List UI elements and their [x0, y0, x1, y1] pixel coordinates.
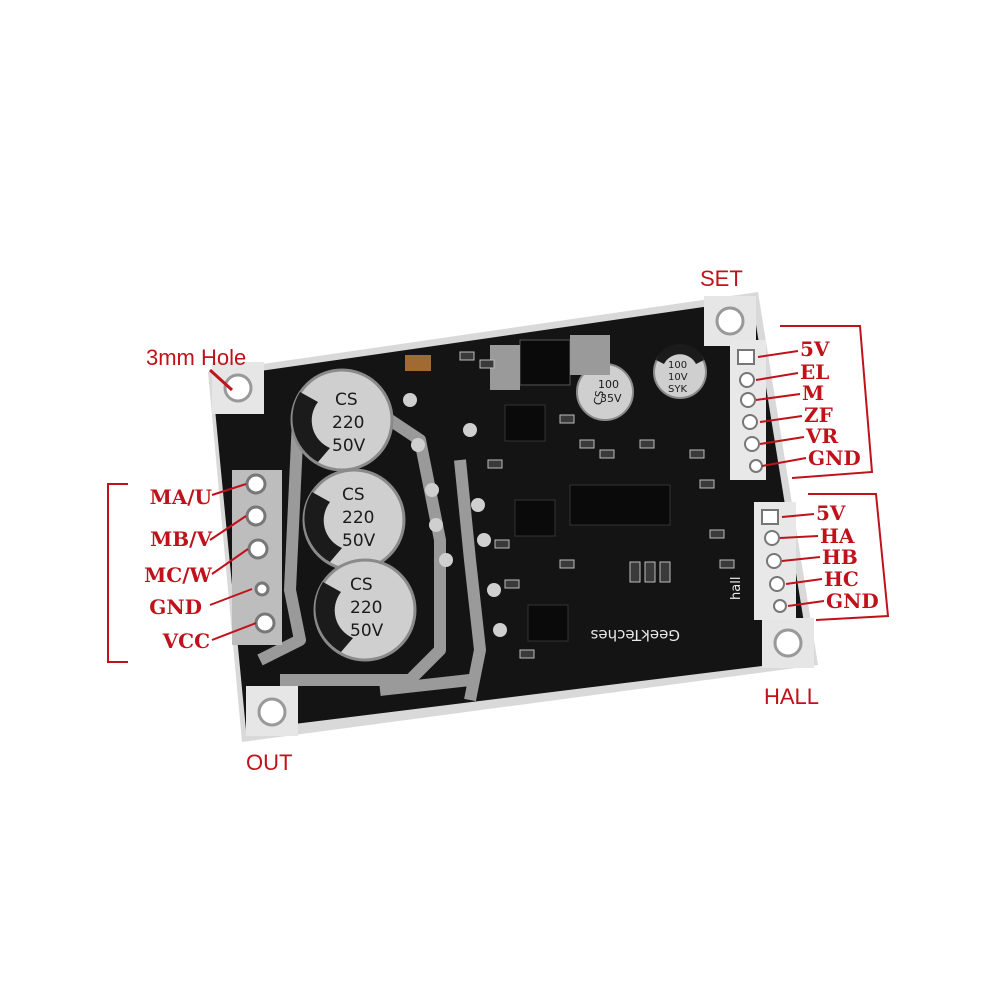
mounting-hole-top-right	[704, 296, 756, 346]
set-pin-el: EL	[800, 360, 830, 384]
svg-text:220: 220	[342, 508, 374, 528]
hall-bracket	[779, 493, 890, 621]
mounting-hole-bottom-right	[762, 618, 814, 668]
hall-pin-5v: 5V	[816, 501, 846, 525]
out-pin-vcc: VCC	[162, 629, 210, 653]
hole-leader	[208, 368, 234, 392]
silkscreen-hall: hall	[729, 577, 744, 600]
svg-text:SYK: SYK	[668, 384, 687, 395]
set-callout: SET	[700, 266, 743, 291]
out-pin-mc-w: MC/W	[144, 563, 212, 587]
svg-text:CS: CS	[335, 390, 358, 410]
svg-text:100: 100	[598, 378, 619, 391]
set-pin-5v: 5V	[800, 337, 830, 361]
silkscreen-brand: GeekTeches	[590, 626, 680, 644]
set-pin-m: M	[802, 381, 825, 405]
out-pin-mb-v: MB/V	[150, 527, 212, 551]
power-traces	[257, 415, 486, 702]
svg-text:10V: 10V	[668, 372, 688, 383]
hall-pin-ha: HA	[820, 524, 855, 548]
capacitor-1: CS 220 50V	[290, 368, 394, 472]
hall-pin-hb: HB	[822, 545, 858, 569]
svg-text:50V: 50V	[350, 621, 384, 641]
hall-pin-gnd: GND	[826, 589, 879, 613]
svg-text:CS: CS	[591, 389, 606, 406]
svg-text:50V: 50V	[332, 436, 366, 456]
capacitor-3: CS 220 50V	[313, 558, 417, 662]
ic-chips	[405, 335, 671, 642]
hall-callout: HALL	[764, 684, 820, 709]
svg-text:220: 220	[332, 413, 364, 433]
through-hole-pads	[403, 393, 507, 637]
small-capacitor-1: CS 100 35V	[576, 363, 634, 421]
smd-components	[459, 351, 735, 659]
hole-callout: 3mm Hole	[146, 345, 247, 370]
set-pin-gnd: GND	[808, 446, 861, 470]
capacitor-2: CS 220 50V	[302, 468, 406, 572]
set-pin-zf: ZF	[804, 403, 833, 427]
set-pin-vr: VR	[806, 424, 839, 448]
svg-text:CS: CS	[350, 575, 373, 595]
svg-text:35V: 35V	[600, 392, 622, 405]
out-callout: OUT	[246, 750, 293, 775]
mounting-hole-bottom-left	[246, 686, 298, 736]
out-pin-ma-u: MA/U	[149, 485, 212, 509]
svg-text:100: 100	[668, 360, 687, 371]
svg-text:220: 220	[350, 598, 382, 618]
svg-text:50V: 50V	[342, 531, 376, 551]
out-pin-gnd: GND	[149, 595, 202, 619]
hall-pin-hc: HC	[824, 567, 859, 591]
mounting-hole-top-left	[212, 362, 264, 414]
svg-text:CS: CS	[342, 485, 365, 505]
set-connector	[730, 340, 766, 480]
set-bracket	[755, 325, 874, 479]
out-connector	[232, 470, 282, 645]
small-capacitor-2: 100 10V SYK	[653, 344, 707, 399]
out-bracket	[107, 483, 257, 663]
